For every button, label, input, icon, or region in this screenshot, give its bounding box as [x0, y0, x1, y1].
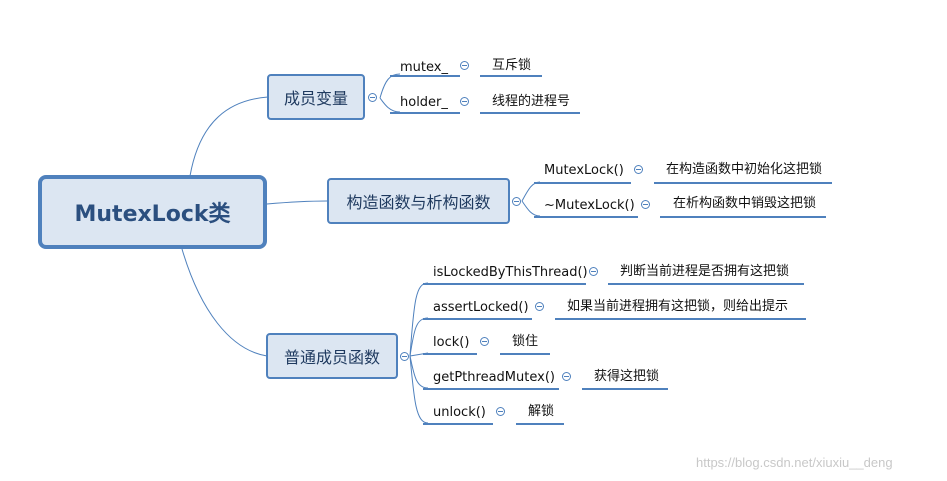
leaf-name: unlock() — [433, 405, 486, 420]
link-root-ctor-dtor — [266, 200, 328, 205]
leaf-desc: 互斥锁 — [492, 58, 532, 73]
leaf-desc: 判断当前进程是否拥有这把锁 — [620, 264, 790, 279]
leaf-desc: 在构造函数中初始化这把锁 — [666, 162, 823, 177]
leaf-name: isLockedByThisThread() — [433, 265, 588, 280]
leaf-underline — [534, 216, 638, 218]
link-mf-getmutex — [409, 355, 429, 389]
leaf-underline — [423, 388, 559, 390]
branch-member-variables[interactable]: 成员变量 — [267, 74, 365, 120]
leaf-underline — [555, 318, 806, 320]
collapse-toggle-icon[interactable] — [562, 372, 571, 381]
leaf-underline — [423, 353, 477, 355]
collapse-toggle-icon[interactable] — [368, 93, 377, 102]
leaf-underline — [423, 423, 493, 425]
leaf-name: holder_ — [400, 95, 448, 110]
leaf-name: lock() — [433, 335, 470, 350]
link-mv-mutex — [379, 73, 401, 99]
leaf-underline — [390, 112, 460, 114]
link-root-member-funcs — [181, 248, 268, 357]
link-cd-ctor — [521, 181, 541, 202]
link-mv-holder — [379, 97, 401, 113]
leaf-name: assertLocked() — [433, 300, 529, 315]
collapse-toggle-icon[interactable] — [460, 61, 469, 70]
leaf-desc: 线程的进程号 — [492, 94, 571, 109]
leaf-underline — [480, 75, 542, 77]
leaf-desc: 锁住 — [512, 334, 539, 349]
leaf-name: getPthreadMutex() — [433, 370, 555, 385]
collapse-toggle-icon[interactable] — [496, 407, 505, 416]
branch-constructor-destructor[interactable]: 构造函数与析构函数 — [327, 178, 510, 224]
watermark-text: https://blog.csdn.net/xiuxiu__deng — [696, 455, 893, 470]
leaf-underline — [660, 216, 826, 218]
leaf-desc: 在析构函数中销毁这把锁 — [673, 196, 817, 211]
leaf-desc: 解锁 — [528, 404, 555, 419]
collapse-toggle-icon[interactable] — [512, 197, 521, 206]
leaf-name: mutex_ — [400, 60, 448, 75]
leaf-name: ~MutexLock() — [544, 198, 635, 213]
leaf-underline — [582, 388, 668, 390]
link-root-member-vars — [189, 96, 269, 177]
link-cd-dtor — [521, 200, 541, 217]
leaf-underline — [500, 353, 550, 355]
leaf-underline — [608, 283, 804, 285]
collapse-toggle-icon[interactable] — [634, 165, 643, 174]
collapse-toggle-icon[interactable] — [641, 200, 650, 209]
leaf-underline — [534, 182, 631, 184]
branch-member-functions[interactable]: 普通成员函数 — [266, 333, 398, 379]
link-mf-unlock — [409, 355, 429, 424]
collapse-toggle-icon[interactable] — [480, 337, 489, 346]
collapse-toggle-icon[interactable] — [400, 352, 409, 361]
leaf-desc: 获得这把锁 — [594, 369, 660, 384]
collapse-toggle-icon[interactable] — [589, 267, 598, 276]
root-node[interactable]: MutexLock类 — [38, 175, 267, 249]
collapse-toggle-icon[interactable] — [460, 97, 469, 106]
leaf-underline — [423, 283, 586, 285]
leaf-desc: 如果当前进程拥有这把锁，则给出提示 — [567, 299, 789, 314]
collapse-toggle-icon[interactable] — [535, 302, 544, 311]
leaf-underline — [390, 75, 460, 77]
leaf-underline — [480, 112, 580, 114]
leaf-underline — [654, 182, 832, 184]
leaf-underline — [516, 423, 564, 425]
leaf-underline — [423, 318, 532, 320]
leaf-name: MutexLock() — [544, 163, 624, 178]
